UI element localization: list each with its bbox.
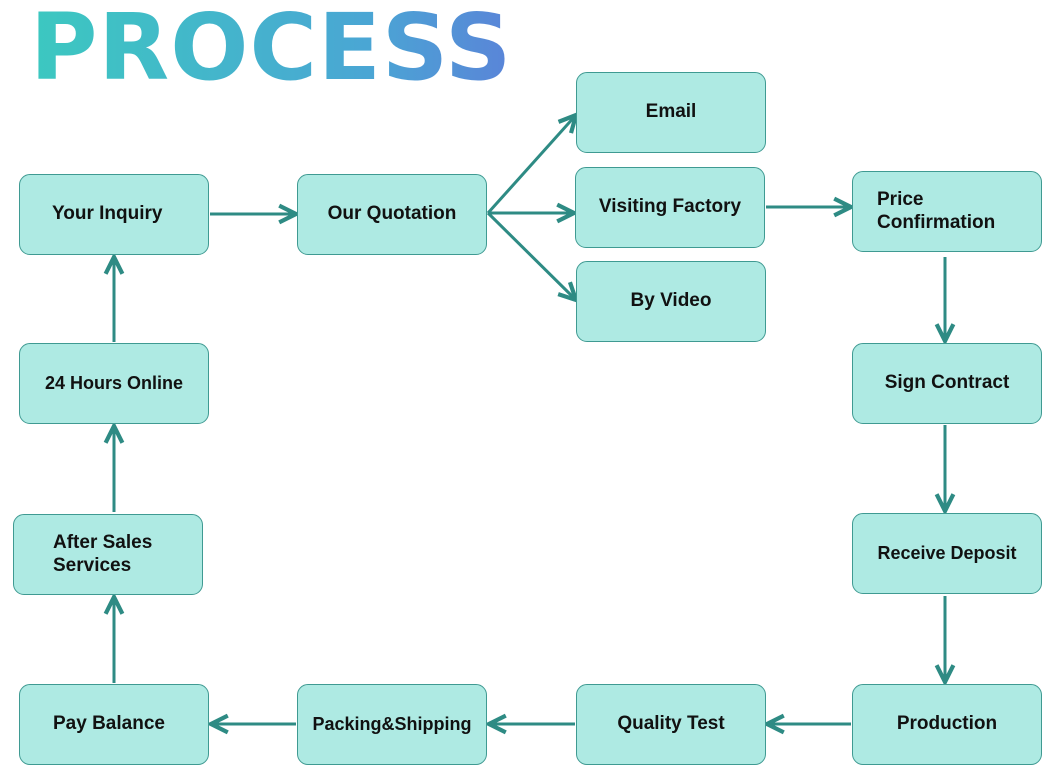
node-label: After Sales Services	[53, 531, 153, 576]
node-receive-deposit: Receive Deposit	[852, 513, 1042, 594]
node-label: Quality Test	[617, 713, 725, 735]
node-price-confirmation: Price Confirmation	[852, 171, 1042, 252]
node-by-video: By Video	[576, 261, 766, 342]
node-label: 24 Hours Online	[45, 372, 184, 393]
node-production: Production	[852, 684, 1042, 765]
node-label: By Video	[630, 290, 712, 312]
node-our-quotation: Our Quotation	[297, 174, 487, 255]
node-email: Email	[576, 72, 766, 153]
node-24-hours-online: 24 Hours Online	[19, 343, 209, 424]
node-label: Packing&Shipping	[312, 713, 472, 734]
arrow-quotation-to-video	[486, 211, 576, 300]
node-after-sales-services: After Sales Services	[13, 514, 203, 595]
node-label: Your Inquiry	[52, 203, 163, 225]
node-sign-contract: Sign Contract	[852, 343, 1042, 424]
node-label: Visiting Factory	[598, 196, 742, 218]
node-label: Price Confirmation	[877, 188, 996, 233]
node-label: Our Quotation	[327, 203, 457, 225]
arrow-quotation-to-email	[486, 115, 576, 215]
node-label: Sign Contract	[884, 372, 1010, 394]
node-packing-shipping: Packing&Shipping	[297, 684, 487, 765]
node-quality-test: Quality Test	[576, 684, 766, 765]
node-pay-balance: Pay Balance	[19, 684, 209, 765]
page-title: PROCESS	[30, 0, 513, 101]
node-label: Production	[896, 713, 998, 735]
node-your-inquiry: Your Inquiry	[19, 174, 209, 255]
node-visiting-factory: Visiting Factory	[575, 167, 765, 248]
node-label: Pay Balance	[53, 713, 165, 735]
node-label: Email	[645, 101, 697, 123]
node-label: Receive Deposit	[877, 542, 1017, 563]
